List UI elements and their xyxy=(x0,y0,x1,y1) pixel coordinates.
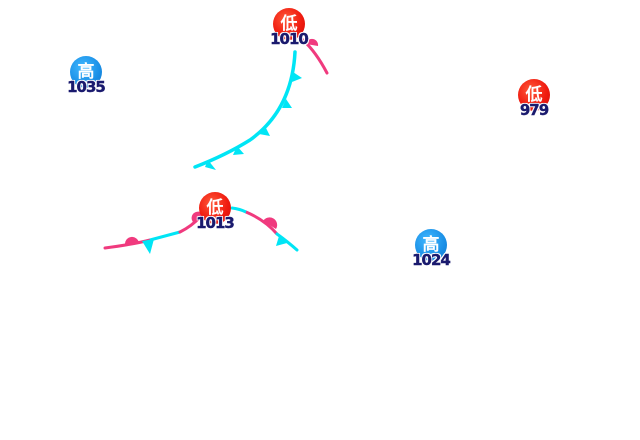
high-pressure-icon: 高 xyxy=(70,56,102,88)
warm-front-north xyxy=(301,38,329,75)
high-pressure-center-1024[interactable]: 高 1024 xyxy=(411,229,451,277)
cold-front-triangle-icon xyxy=(276,236,287,246)
cold-front-north xyxy=(193,50,302,170)
high-pressure-center-1035[interactable]: 高 1035 xyxy=(66,56,106,104)
front-west xyxy=(103,211,203,254)
pressure-value: 1013 xyxy=(196,214,235,232)
pressure-value: 1010 xyxy=(270,30,309,48)
pressure-value: 1024 xyxy=(412,251,451,269)
cold-front-triangle-icon xyxy=(205,160,216,170)
cold-front-triangle-icon xyxy=(233,146,244,155)
low-pressure-center-979[interactable]: 低 979 xyxy=(514,79,554,127)
warm-front-semicircle-icon xyxy=(124,236,139,245)
low-pressure-icon: 低 xyxy=(518,79,550,111)
low-pressure-icon: 低 xyxy=(273,8,305,40)
cold-front-triangle-icon xyxy=(292,72,302,82)
low-pressure-icon: 低 xyxy=(199,192,231,224)
cold-front-triangle-icon xyxy=(142,239,154,254)
low-pressure-center-1013[interactable]: 低 1013 xyxy=(195,192,235,240)
cold-front-triangle-icon xyxy=(259,126,270,136)
low-pressure-center-1010[interactable]: 低 1010 xyxy=(269,8,309,56)
cold-front-triangle-icon xyxy=(282,99,292,108)
front-east xyxy=(230,206,299,252)
warm-front-semicircle-icon xyxy=(263,217,278,229)
warm-front-semicircle-icon xyxy=(306,38,319,46)
pressure-value: 979 xyxy=(519,101,550,119)
high-pressure-icon: 高 xyxy=(415,229,447,261)
pressure-value: 1035 xyxy=(67,78,106,96)
